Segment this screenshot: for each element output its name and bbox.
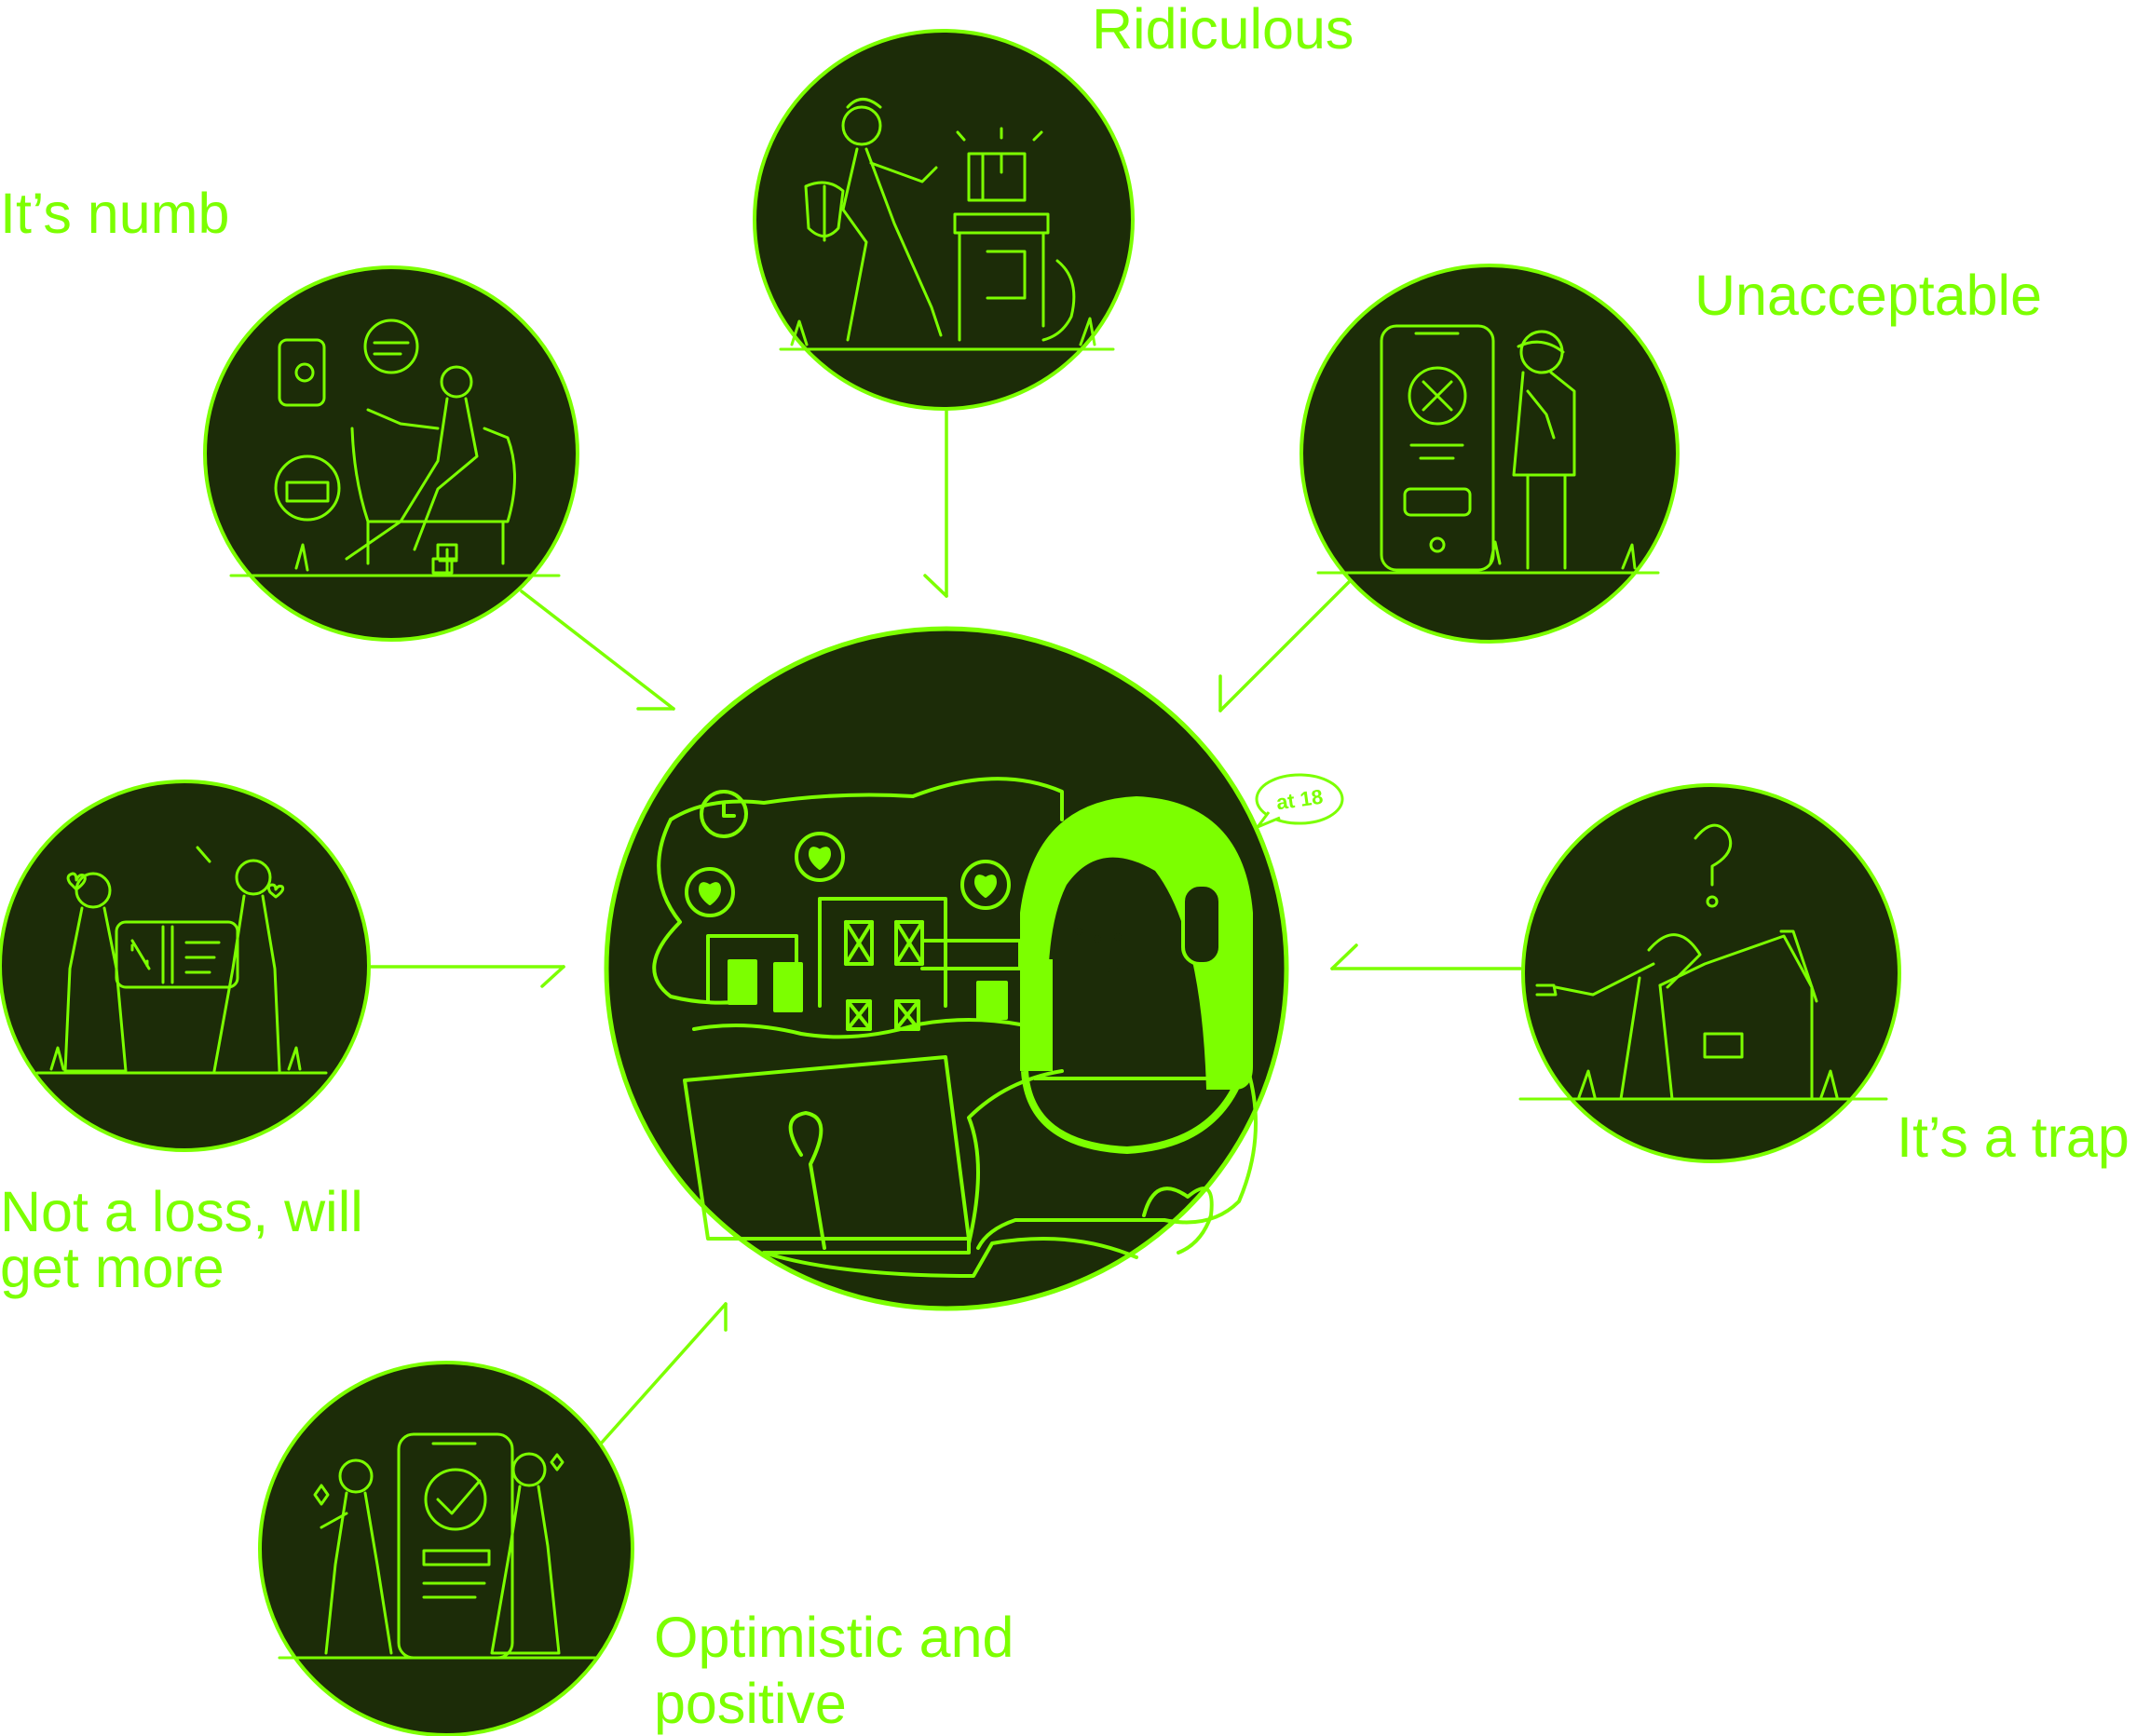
person-head-illustration [1020,796,1253,1155]
speech-bubble: at 18 [1255,773,1344,829]
arrows [369,403,1522,1445]
phone-with-x-illustration [1316,324,1660,575]
person-in-armchair-illustration [229,319,561,577]
node-optimistic-circle [258,1361,634,1736]
person-falling-into-box-illustration [1518,823,1888,1101]
arrow-trap [1330,943,1522,970]
label-trap: It’s a trap [1897,1105,2130,1169]
arrow-ridiculous [923,403,948,598]
arrow-unacceptable [1218,580,1351,712]
node-not-loss [0,780,371,1152]
person-with-shield-illustration [779,98,1115,351]
node-numb-circle [203,265,579,642]
node-numb [203,265,579,642]
person-with-headphones-illustration [652,777,1258,1278]
node-ridiculous [753,29,1135,411]
node-not-loss-circle [0,780,371,1152]
node-trap-circle [1521,783,1901,1163]
node-unacceptable-circle [1300,264,1680,644]
arrow-optimistic [599,1302,728,1445]
couple-with-coupon-illustration [35,846,328,1075]
node-optimistic [258,1361,634,1736]
label-optimistic-line1: Optimistic and [654,1606,1014,1669]
arrow-numb [520,590,675,711]
node-trap [1518,783,1901,1163]
arrow-not-loss [369,965,565,988]
label-optimistic-line2: positive [654,1672,847,1735]
label-unacceptable: Unacceptable [1694,264,2043,327]
label-ridiculous: Ridiculous [1092,0,1354,61]
couple-with-phone-checkmark-illustration [278,1432,598,1660]
label-not-loss-line1: Not a loss, will [0,1180,363,1243]
label-not-loss-line2: get more [0,1236,225,1299]
node-ridiculous-circle [753,29,1135,411]
label-numb: It’s numb [0,182,230,245]
node-unacceptable [1300,264,1680,644]
node-center: at 18 [604,626,1344,1311]
